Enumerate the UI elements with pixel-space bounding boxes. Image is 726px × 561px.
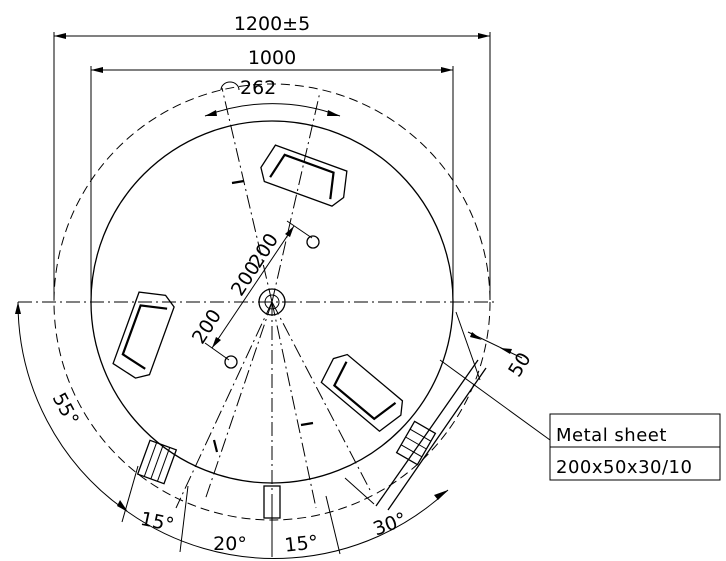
- outer-width-label: 1200±5: [234, 13, 310, 35]
- bracket-right: [320, 353, 404, 433]
- callout-line-1: Metal sheet: [556, 425, 667, 446]
- arrow: [91, 67, 103, 73]
- radial-line-bottom-1: [175, 301, 273, 509]
- sheet-width-label: 50: [504, 349, 535, 381]
- inner-width-label: 1000: [248, 47, 296, 69]
- arrow: [478, 33, 490, 39]
- bottom-angle-arc: [127, 489, 449, 559]
- radial-line-top-right: [271, 91, 321, 303]
- tick-mark: [212, 439, 219, 453]
- arc-length-label: 262: [240, 77, 276, 99]
- radial-line-bottom-2: [204, 301, 273, 501]
- callout-leader: [439, 359, 551, 441]
- rim-block-left: [136, 439, 178, 485]
- angle-ext-line: [325, 495, 341, 555]
- arrow: [212, 337, 221, 348]
- spacing-dim-line: [211, 225, 295, 349]
- radial-line-top-left: [221, 87, 273, 303]
- mounting-hole-lower: [224, 355, 238, 369]
- angle-label-seg-a: 15°: [138, 508, 176, 537]
- sheet-edge: [387, 367, 487, 511]
- arrow: [327, 110, 340, 116]
- left-angle-label: 55°: [48, 389, 83, 429]
- tick-mark: [231, 179, 245, 185]
- radial-line-bottom-5: [271, 301, 371, 491]
- arrow: [54, 33, 66, 39]
- angle-ext-line: [121, 465, 139, 523]
- angle-label-seg-b: 20°: [213, 533, 247, 555]
- angle-ext-line: [179, 485, 189, 553]
- arrow: [205, 110, 217, 116]
- rim-block-right: [395, 420, 437, 466]
- sheet-ref-line: [455, 311, 481, 381]
- ext-line: [286, 220, 313, 239]
- angle-label-seg-d: 30°: [370, 508, 409, 540]
- sheet-leader: [344, 477, 375, 505]
- arc-length-dim: [204, 103, 341, 117]
- arrow: [470, 332, 482, 340]
- bracket-left: [112, 291, 175, 379]
- arrow: [15, 302, 21, 314]
- angle-label-seg-c: 15°: [283, 531, 319, 556]
- arrow: [500, 348, 512, 354]
- mounting-hole-upper: [306, 235, 320, 249]
- ext-line: [204, 342, 230, 361]
- bracket-top: [260, 144, 348, 207]
- sheet-edge: [375, 359, 479, 507]
- spacing-label-1: 200: [188, 306, 226, 348]
- arrow: [285, 226, 294, 237]
- arrow: [434, 490, 448, 500]
- tick-mark: [300, 421, 314, 427]
- callout-line-2: 200x50x30/10: [556, 457, 692, 478]
- left-angle-arc: [17, 301, 129, 513]
- arrow: [441, 67, 453, 73]
- arc-length-symbol: [220, 81, 240, 91]
- radial-line-bottom-4: [271, 301, 317, 509]
